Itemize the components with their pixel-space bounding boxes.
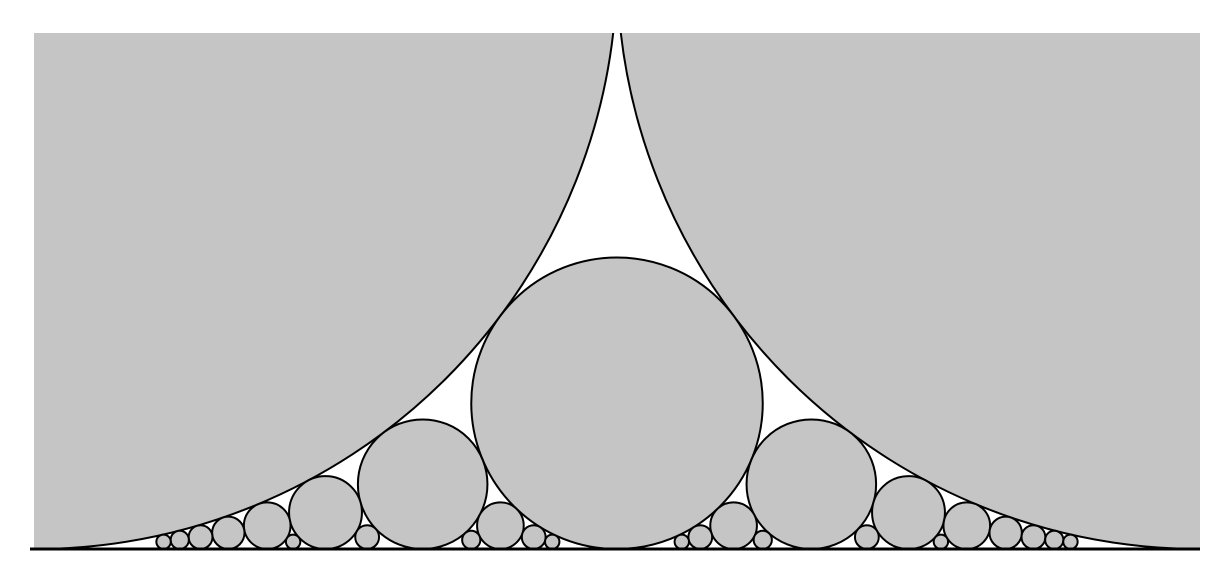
ford-circle-5-7	[853, 524, 880, 550]
ford-circle-7-8	[1044, 529, 1065, 551]
ford-circle-4-9	[544, 533, 561, 550]
ford-circle-5-8	[752, 529, 773, 551]
ford-circle-2-5	[476, 501, 525, 550]
ford-circle-7-9	[932, 533, 950, 550]
ford-circle-1-1	[619, 33, 1200, 550]
ford-circle-1-7	[187, 524, 214, 550]
ford-circle-2-9	[284, 533, 302, 550]
ford-circle-1-8	[169, 529, 190, 551]
ford-circle-3-7	[520, 524, 547, 550]
ford-circle-2-7	[354, 524, 381, 550]
ford-circle-3-8	[461, 529, 482, 551]
ford-circle-1-5	[242, 501, 292, 550]
ford-circle-5-6	[988, 515, 1023, 550]
ford-circle-6-7	[1020, 524, 1047, 550]
ford-circle-4-5	[942, 501, 992, 550]
ford-circle-5-9	[673, 533, 690, 550]
ford-circle-0-1	[34, 33, 615, 550]
ford-circle-1-6	[211, 515, 246, 550]
ford-circle-1-9	[155, 533, 172, 550]
ford-circle-1-2	[470, 256, 764, 550]
ford-circle-8-9	[1062, 533, 1079, 550]
ford-circle-4-7	[687, 524, 714, 550]
ford-circle-3-5	[709, 501, 758, 550]
circle-group	[34, 33, 1200, 551]
